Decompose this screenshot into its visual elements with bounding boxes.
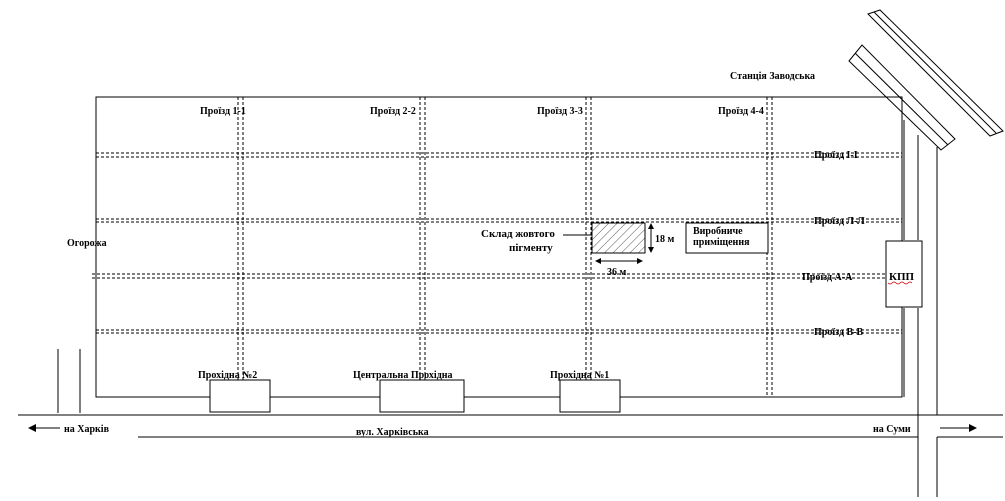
arrow-to-kharkiv [28,424,60,432]
arrow-to-sumy [940,424,977,432]
to-sumy-label: на Суми [873,424,911,435]
street-lines [18,414,1003,438]
passage-i-i-label: Проїзд І-І [814,150,858,161]
dim-width-line [595,258,643,264]
passage-l-l-label: Проїзд Л-Л [814,216,865,227]
gate-1-label: Прохідна №1 [550,370,609,381]
passage-4-4-label: Проїзд 4-4 [718,106,764,117]
gate-2-box [209,379,271,413]
gate-1-box [559,379,621,413]
dim-width-label: 36 м [607,267,627,278]
production-label-line1: Виробниче [693,226,743,237]
central-gate-box [379,379,465,413]
fence-label: Огорожа [67,238,107,249]
to-kharkiv-label: на Харків [64,424,110,435]
warehouse-label-line2: пігменту [509,242,553,254]
right-road [903,120,938,497]
production-building [685,222,769,254]
passage-1-1-label: Проїзд 1-1 [200,106,246,117]
railway-tracks [848,9,1004,151]
gate-2-label: Прохідна №2 [198,370,257,381]
passage-a-a-label: Проїзд А-А [802,272,853,283]
checkpoint-label: КПП [889,271,915,283]
checkpoint-box [885,240,923,308]
left-road [57,349,81,413]
site-fence [95,96,903,398]
passage-2-2-label: Проїзд 2-2 [370,106,416,117]
dim-height-label: 18 м [655,234,675,245]
station-label: Станція Заводська [730,71,815,82]
horizontal-passages [92,152,902,334]
warehouse-label-line1: Склад жовтого [481,228,555,240]
passage-v-v-label: Проїзд В-В [814,327,864,338]
checkpoint-underline [887,281,913,285]
passage-3-3-label: Проїзд 3-3 [537,106,583,117]
dim-height-line [648,223,654,253]
street-label: вул. Харківська [356,427,429,438]
central-gate-label: Центральна Прохідна [353,370,453,381]
production-label-line2: приміщення [693,237,750,248]
pigment-warehouse [591,222,646,254]
